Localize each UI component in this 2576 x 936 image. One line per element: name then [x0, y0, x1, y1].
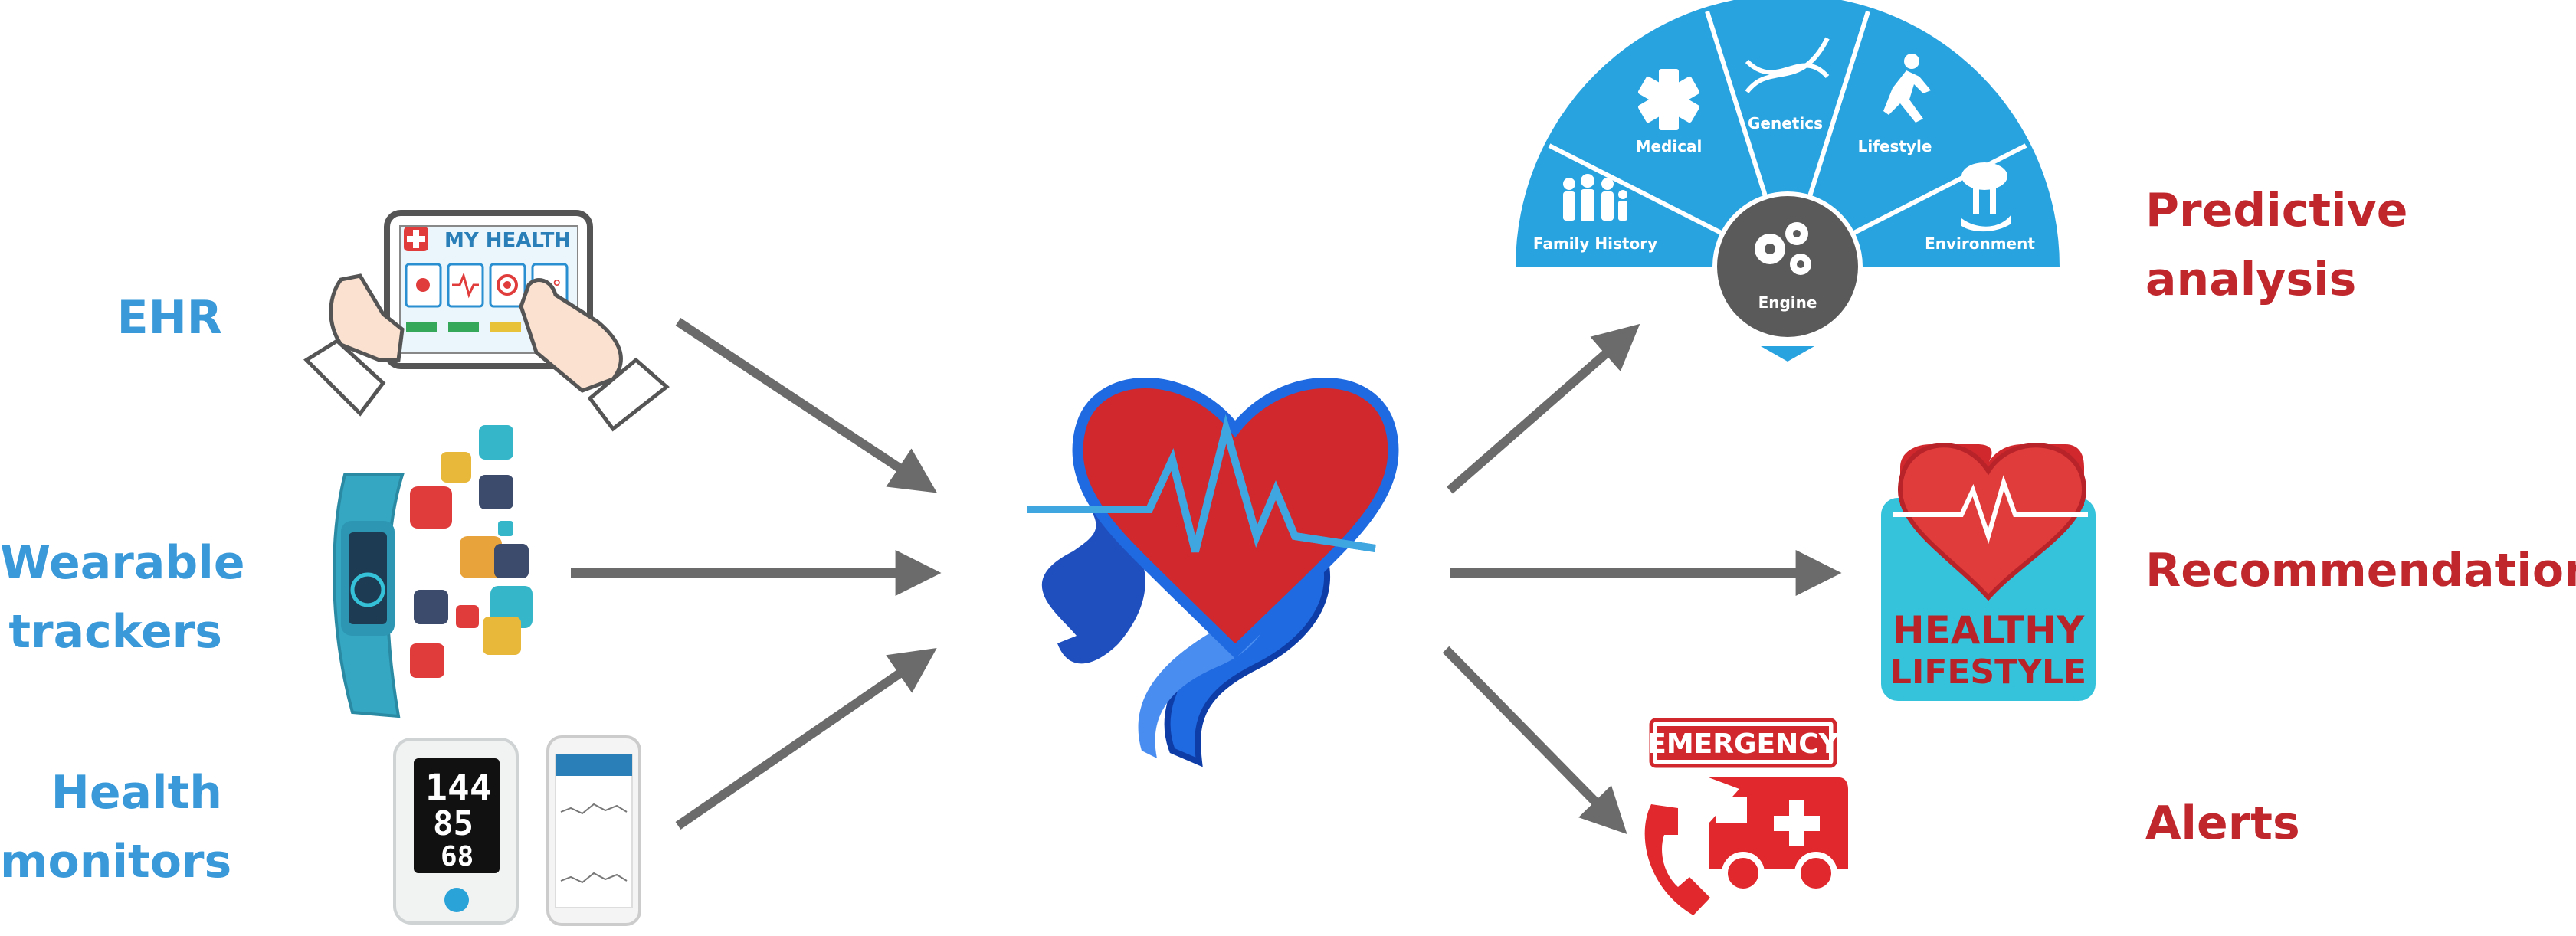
reading-pulse: 68 [441, 841, 474, 872]
predictive-analysis-label: Predictive analysis [2145, 176, 2528, 314]
engine-fan: Family History Medical Genetics Lifestyl… [1516, 0, 2060, 362]
health-monitor-illustration: 144 85 68 [393, 735, 641, 926]
emergency-sign: EMERGENCY [1647, 728, 1839, 760]
runner-icon [1883, 54, 1931, 123]
healthy-lifestyle-line2: LIFESTYLE [1890, 653, 2086, 692]
health-monitors-label: Health monitors [0, 758, 232, 896]
fan-segment-genetics: Genetics [1748, 114, 1823, 133]
arrow-predictive [1447, 323, 1640, 494]
fan-segment-family-history: Family History [1533, 234, 1657, 253]
tablet-title: MY HEALTH [444, 229, 571, 252]
monitors-label-line2: monitors [0, 835, 232, 889]
arrow-ehr [675, 317, 938, 493]
phone-icon [1644, 804, 1710, 915]
app-icons-cloud [410, 425, 533, 678]
ehr-label: EHR [116, 291, 222, 345]
monitors-label-line1: Health [51, 766, 222, 820]
family-icon [1563, 174, 1627, 221]
recommendations-label: Recommendations [2145, 544, 2576, 597]
predictive-label-line1: Predictive [2145, 184, 2408, 237]
healthy-lifestyle-card: HEALTHY LIFESTYLE [1881, 443, 2096, 701]
reading-systolic: 144 [425, 767, 492, 810]
fan-segment-medical: Medical [1636, 137, 1703, 155]
output-arrows [1442, 323, 1842, 834]
ehr-tablet-illustration: MY HEALTH t° [303, 210, 670, 432]
healthy-lifestyle-line1: HEALTHY [1893, 608, 2085, 653]
engine-core [1712, 191, 1863, 342]
central-heart-logo [1027, 378, 1399, 767]
wearable-tracker-illustration [333, 425, 533, 718]
alerts-label: Alerts [2145, 797, 2300, 850]
reading-diastolic: 85 [433, 804, 474, 843]
wearable-label-line1: Wearable [0, 536, 245, 590]
fan-segment-lifestyle: Lifestyle [1858, 137, 1932, 155]
fan-pointer [1761, 346, 1814, 362]
engine-label: Engine [1758, 293, 1817, 312]
fan-segment-environment: Environment [1925, 234, 2035, 253]
wearable-label-line2: trackers [8, 605, 222, 659]
wearable-trackers-label: Wearable trackers [0, 529, 245, 666]
arrow-monitors [675, 647, 937, 830]
input-arrows [571, 317, 942, 830]
medical-star-icon [1637, 69, 1700, 130]
power-button-icon [444, 888, 469, 912]
emergency-illustration: EMERGENCY [1644, 718, 1848, 915]
dna-icon [1745, 37, 1830, 93]
arrow-alerts [1442, 646, 1627, 834]
environment-icon [1961, 162, 2011, 232]
predictive-label-line2: analysis [2145, 253, 2357, 306]
